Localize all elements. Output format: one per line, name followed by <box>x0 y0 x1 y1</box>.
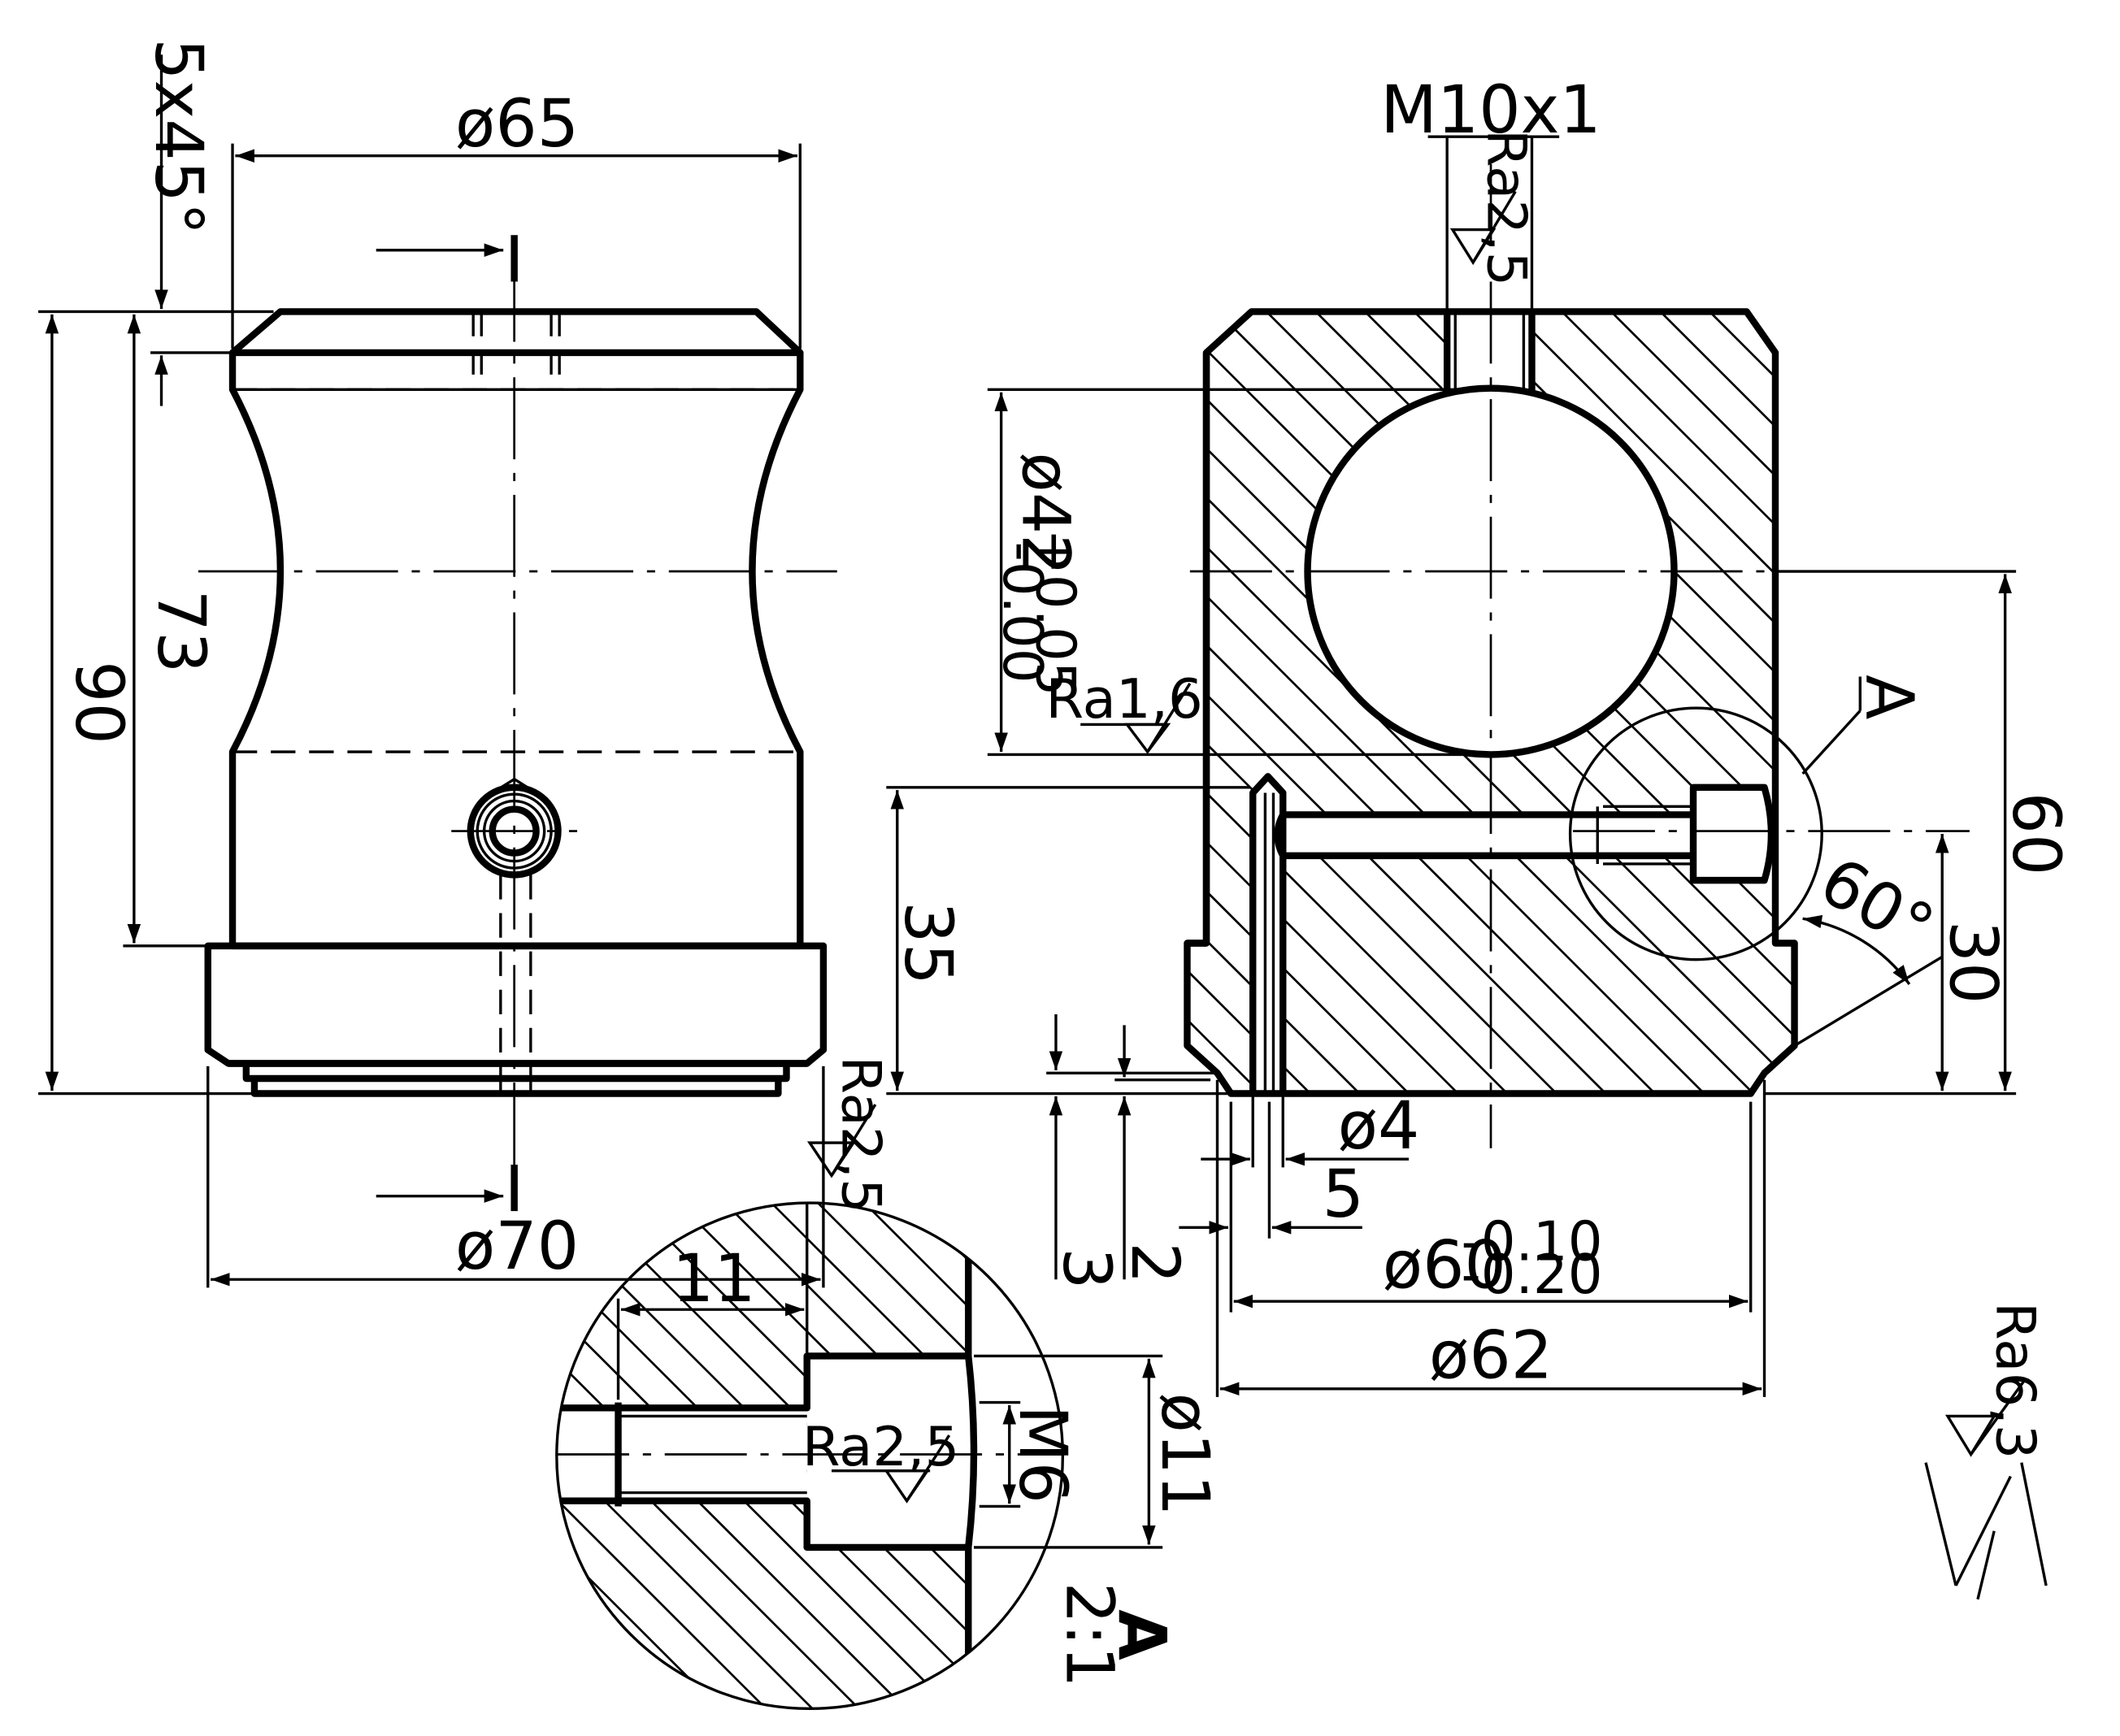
dia-bottom-label: ø70 <box>455 1209 579 1285</box>
bore-tol-upper: +0.05 <box>1023 528 1087 696</box>
h30-label: 30 <box>1934 921 2010 1005</box>
height-total-label: 90 <box>60 661 137 744</box>
dia-top-label: ø65 <box>455 86 579 163</box>
spigot-tol-lower: -0.20 <box>1461 1243 1602 1306</box>
section-a-label: A <box>1851 675 1927 719</box>
spigot-dia-label: ø60 <box>1383 1227 1506 1304</box>
left-view: ø65 ø70 90 73 5x45° <box>38 38 837 1288</box>
detail-counterbore-label: ø11 <box>1146 1392 1223 1516</box>
d2-label: 2 <box>1116 1242 1192 1283</box>
roughness-bore: Ra1,6 <box>1045 667 1203 731</box>
pin-gap-label: 5 <box>1323 1157 1364 1233</box>
detail-boundary <box>555 1201 1065 1711</box>
general-roughness-label: Ra6,3 <box>1984 1302 2048 1459</box>
detail-depth-label: 11 <box>672 1241 756 1317</box>
bore-tol-lower: -0.00 <box>991 541 1054 683</box>
detail-roughness-top: Ra2,5 <box>829 1056 893 1213</box>
h35-label: 35 <box>889 901 966 985</box>
height-inner-label: 73 <box>142 590 219 674</box>
bore-dia-label: ø42 <box>1007 452 1084 575</box>
detail-thread-label: M6 <box>1004 1405 1080 1504</box>
detail-label: A <box>1102 1609 1179 1660</box>
base-dia-label: ø62 <box>1429 1317 1553 1394</box>
spigot-tol-upper: -0.10 <box>1461 1210 1602 1274</box>
right-view: A M10x1 Ra2,5 ø42 +0.05 -0.00 Ra1,6 35 6… <box>886 72 2074 1397</box>
detail-scale: 2:1 <box>1050 1582 1127 1688</box>
d3-label: 3 <box>1048 1248 1124 1289</box>
roughness-thread: Ra2,5 <box>1475 129 1539 286</box>
detail-roughness-inner: Ra2,5 <box>802 1415 960 1478</box>
thread-label: M10x1 <box>1380 72 1601 149</box>
general-roughness: Ra6,3 <box>1924 1302 2048 1600</box>
side-hole <box>467 777 562 879</box>
pin-dia-label: ø4 <box>1338 1088 1420 1165</box>
h60-label: 60 <box>1997 792 2074 876</box>
chamfer-label: 5x45° <box>140 38 216 235</box>
angle-label: 60° <box>1807 843 1946 967</box>
